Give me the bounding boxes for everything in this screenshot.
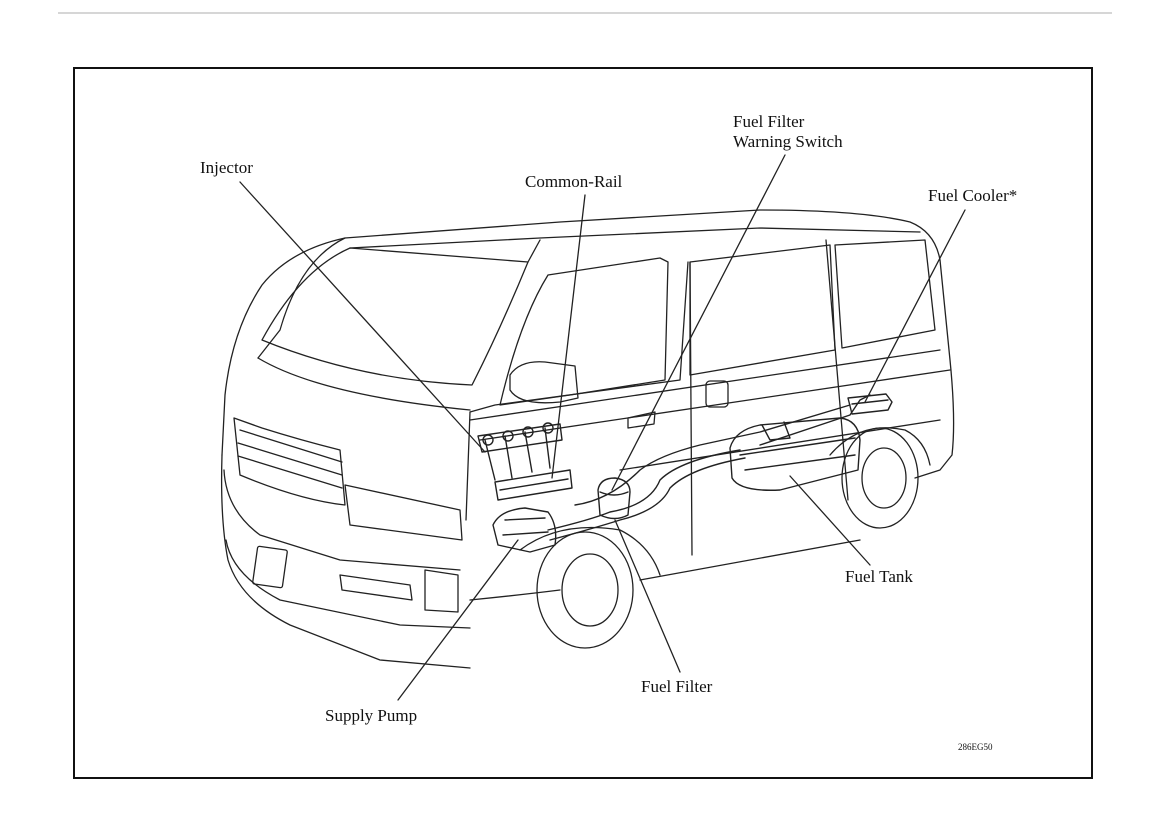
label-supply-pump: Supply Pump xyxy=(325,706,418,725)
figure-code: 286EG50 xyxy=(958,742,993,752)
label-common-rail: Common-Rail xyxy=(525,172,623,191)
label-fuel-filter-warning-switch-line2: Warning Switch xyxy=(733,132,843,151)
leader-lines xyxy=(239,154,966,701)
label-fuel-cooler: Fuel Cooler* xyxy=(928,186,1018,205)
label-injector: Injector xyxy=(200,158,253,177)
fuel-system xyxy=(477,393,893,553)
label-fuel-filter-warning-switch-line1: Fuel Filter xyxy=(733,112,805,131)
label-fuel-tank: Fuel Tank xyxy=(845,567,913,586)
label-fuel-filter: Fuel Filter xyxy=(641,677,713,696)
top-divider xyxy=(58,12,1112,14)
van-body xyxy=(220,209,955,669)
